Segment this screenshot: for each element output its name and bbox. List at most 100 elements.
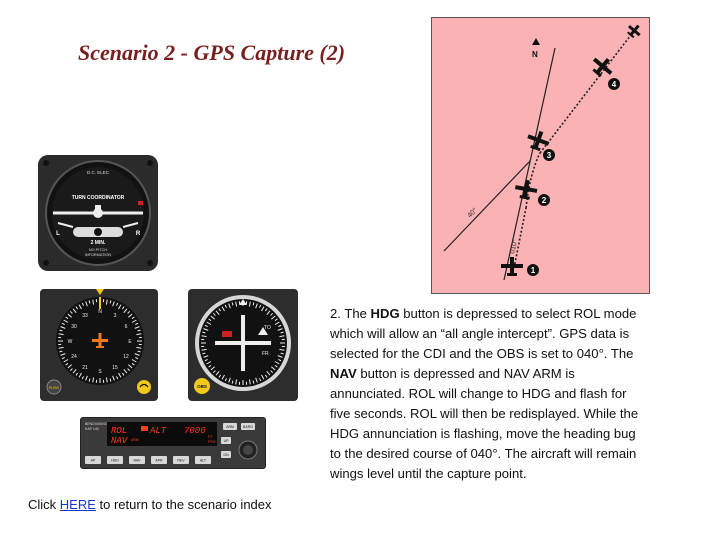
desc-part-1: 2. The: [330, 306, 371, 321]
position-4-label: 4: [612, 80, 617, 89]
intercept-map: N 40° 010° 4 3 2: [431, 17, 650, 294]
svg-text:DN: DN: [223, 453, 229, 457]
ap-button[interactable]: [85, 456, 101, 464]
turn-coordinator: D.C. ELEC TURN COORDINATOR L R 2 MIN. NO…: [38, 155, 158, 271]
compass-tick: [67, 364, 72, 369]
compass-tick: [105, 299, 108, 305]
position-2-label: 2: [542, 196, 547, 205]
compass-tick: [218, 374, 222, 378]
compass-tick: [123, 308, 128, 313]
baro-button[interactable]: [241, 423, 255, 430]
to-arrow-icon: [258, 327, 268, 335]
compass-tick: [61, 357, 65, 360]
compass-tick: [121, 372, 125, 376]
compass-tick: [255, 303, 258, 309]
compass-tick: [210, 315, 215, 320]
right-mark: R: [136, 231, 141, 237]
compass-tick: [203, 328, 209, 331]
compass-tick: [231, 302, 234, 306]
svg-text:UP: UP: [224, 439, 230, 443]
autopilot-face: BENDIX/KING KAP 140 ROL ALT 7000 FT NAV …: [85, 422, 258, 464]
compass-tick: [224, 378, 227, 382]
compass-tick: [201, 335, 207, 338]
position-4-marker: [608, 78, 620, 90]
heading-knob[interactable]: [137, 380, 151, 394]
compass-tick: [131, 319, 137, 323]
compass-tick: [127, 310, 131, 314]
compass-label: 33: [82, 313, 88, 319]
rev-button[interactable]: [173, 456, 189, 464]
compass-tick: [202, 352, 206, 355]
compass-tick: [271, 366, 276, 371]
compass-tick: [69, 368, 73, 372]
mode-buttons: AP HDG NAV APR REV ALT: [85, 456, 211, 464]
hdg-button[interactable]: [107, 456, 123, 464]
turn-coordinator-face: D.C. ELEC TURN COORDINATOR L R 2 MIN. NO…: [43, 160, 153, 266]
compass-tick: [131, 362, 135, 366]
compass-tick: [59, 350, 63, 353]
position-2-marker: [538, 194, 550, 206]
page-title: Scenario 2 - GPS Capture (2): [78, 40, 346, 65]
compass-tick: [69, 310, 73, 314]
svg-text:REV: REV: [177, 459, 185, 463]
svg-text:NAV: NAV: [134, 459, 142, 463]
time-label: 2 MIN.: [91, 240, 106, 246]
autopilot-panel: BENDIX/KING KAP 140 ROL ALT 7000 FT NAV …: [80, 417, 266, 469]
display-row1-left: ROL: [111, 426, 127, 436]
compass-tick: [88, 300, 91, 304]
fr-label: FR: [262, 351, 269, 357]
compass-tick: [280, 331, 284, 334]
svg-text:HDG: HDG: [111, 459, 119, 463]
compass-tick: [85, 301, 88, 307]
push-knob[interactable]: [46, 379, 62, 395]
svg-text:ALT: ALT: [200, 459, 207, 463]
footer-prefix: Click: [28, 497, 60, 512]
arm-button[interactable]: [223, 423, 237, 430]
up-button[interactable]: [221, 437, 231, 444]
compass-tick: [248, 379, 251, 385]
compass-tick: [78, 304, 82, 310]
compass-tick: [228, 303, 231, 309]
scenario-index-link[interactable]: HERE: [59, 497, 96, 512]
compass-tick: [280, 352, 284, 355]
north-arrow-icon: [532, 38, 540, 45]
model-line1: BENDIX/KING: [85, 422, 108, 426]
position-1-marker: [527, 264, 539, 276]
compass-tick: [78, 372, 82, 378]
return-instructions: Click HERE to return to the scenario ind…: [28, 497, 272, 512]
display-row2-sub: ARM: [131, 438, 139, 442]
compass-tick: [204, 324, 208, 327]
compass-tick: [235, 301, 238, 307]
waypoint-aircraft-icon: [627, 24, 641, 39]
bearing-line: [503, 47, 556, 281]
compass-tick: [81, 376, 84, 380]
compass-tick: [201, 348, 207, 351]
compass-tick: [63, 319, 69, 323]
compass-tick: [274, 318, 278, 322]
compass-tick: [278, 359, 282, 362]
display-indicator-icon: [141, 426, 148, 431]
compass-tick: [128, 313, 133, 318]
dn-button[interactable]: [221, 451, 231, 458]
alt-button[interactable]: [195, 456, 211, 464]
flight-path-segment-3: [539, 30, 635, 154]
compass-tick: [208, 364, 212, 368]
position-3-label: 3: [547, 151, 552, 160]
compass-tick: [203, 355, 209, 358]
compass-tick: [72, 308, 77, 313]
compass-label: 12: [123, 354, 129, 360]
compass-tick: [274, 361, 280, 365]
compass-tick: [137, 329, 141, 332]
apr-button[interactable]: [151, 456, 167, 464]
compass-tick: [59, 329, 63, 332]
note-line1: NO PITCH: [89, 248, 107, 252]
compass-label: N: [98, 309, 102, 315]
nav-button[interactable]: [129, 456, 145, 464]
compass-tick: [67, 313, 72, 318]
compass-tick: [60, 353, 66, 356]
obs-knob[interactable]: [194, 378, 210, 394]
compass-tick: [131, 359, 137, 363]
compass-tick: [252, 380, 255, 384]
